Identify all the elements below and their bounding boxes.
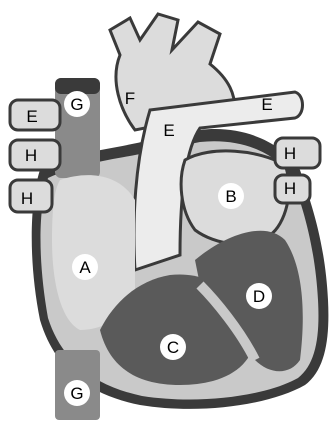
label-e-right: E [261, 95, 272, 114]
label-c: C [160, 334, 186, 360]
label-f: F [125, 89, 135, 108]
label-e-left: E [26, 107, 37, 126]
label-h-right-lower-text: H [284, 179, 296, 198]
label-a-text: A [79, 258, 91, 277]
label-e-center: E [163, 121, 174, 140]
label-g-bottom: G [64, 380, 90, 406]
label-h-left-upper-text: H [25, 146, 37, 165]
label-h-right-upper-text: H [284, 144, 296, 163]
label-e-right-text: E [261, 95, 272, 114]
label-e-left-text: E [26, 107, 37, 126]
label-h-left-lower-text: H [21, 189, 33, 208]
label-c-text: C [167, 338, 179, 357]
label-b: B [218, 183, 244, 209]
label-e-center-text: E [163, 121, 174, 140]
label-g-bottom-text: G [70, 384, 83, 403]
label-d: D [246, 283, 272, 309]
label-a: A [72, 254, 98, 280]
label-b-text: B [225, 187, 236, 206]
label-h-left-lower: H [21, 189, 33, 208]
right-pulmonary-vein-upper [275, 138, 320, 168]
label-h-right-lower: H [284, 179, 296, 198]
label-h-right-upper: H [284, 144, 296, 163]
label-d-text: D [253, 287, 265, 306]
label-f-text: F [125, 89, 135, 108]
label-h-left-upper: H [25, 146, 37, 165]
label-g-top: G [64, 91, 90, 117]
label-g-top-text: G [70, 95, 83, 114]
